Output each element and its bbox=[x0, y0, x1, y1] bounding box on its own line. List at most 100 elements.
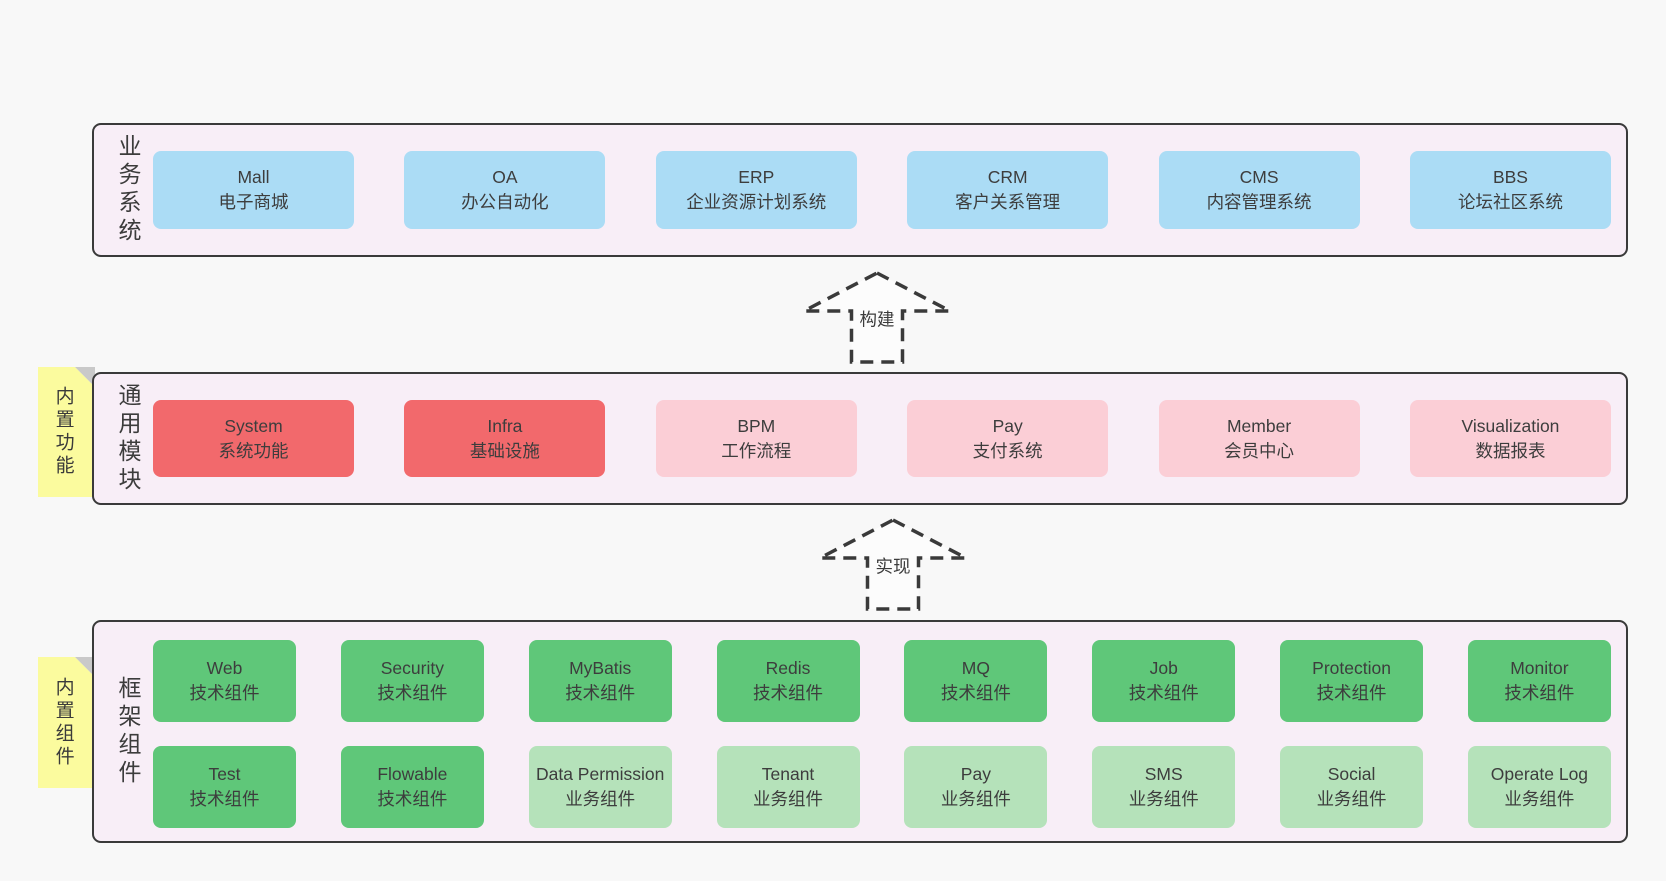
box-title: OA bbox=[492, 167, 518, 188]
box-title: Security bbox=[380, 658, 444, 679]
box-bbs: BBS 论坛社区系统 bbox=[1409, 151, 1611, 229]
box-subtitle: 技术组件 bbox=[940, 683, 1011, 703]
box-bpm: BPM 工作流程 bbox=[655, 400, 857, 477]
component-boxes-row-1: Web 技术组件 Security 技术组件 MyBatis 技术组件 Redi… bbox=[153, 640, 1611, 722]
box-title: ERP bbox=[738, 167, 775, 188]
box-erp: ERP 企业资源计划系统 bbox=[655, 151, 857, 229]
box-job: Job 技术组件 bbox=[1092, 640, 1236, 722]
box-subtitle: 数据报表 bbox=[1475, 440, 1546, 461]
box-crm: CRM 客户关系管理 bbox=[907, 151, 1109, 229]
box-social: Social 业务组件 bbox=[1280, 746, 1424, 828]
box-subtitle: 业务组件 bbox=[1128, 789, 1199, 809]
box-title: Monitor bbox=[1510, 658, 1569, 679]
box-subtitle: 技术组件 bbox=[1504, 683, 1575, 703]
box-subtitle: 技术组件 bbox=[189, 683, 260, 703]
box-title: Infra bbox=[487, 415, 523, 436]
box-infra: Infra 基础设施 bbox=[404, 400, 606, 477]
box-title: Operate Log bbox=[1490, 764, 1589, 785]
arrow-build-label: 构建 bbox=[855, 305, 899, 333]
box-subtitle: 技术组件 bbox=[377, 683, 448, 703]
box-title: Redis bbox=[765, 658, 811, 679]
box-title: BPM bbox=[737, 415, 776, 436]
sticky-note-label: 内置组件 bbox=[52, 676, 74, 769]
box-subtitle: 技术组件 bbox=[377, 789, 448, 809]
box-title: System bbox=[224, 415, 283, 436]
box-redis: Redis 技术组件 bbox=[716, 640, 860, 722]
box-subtitle: 技术组件 bbox=[753, 683, 824, 703]
box-subtitle: 会员中心 bbox=[1224, 440, 1295, 461]
component-boxes-row-2: Test 技术组件 Flowable 技术组件 Data Permission … bbox=[153, 746, 1611, 828]
box-title: Pay bbox=[992, 415, 1023, 436]
box-subtitle: 技术组件 bbox=[189, 789, 260, 809]
box-title: MQ bbox=[961, 658, 990, 679]
box-subtitle: 内容管理系统 bbox=[1206, 192, 1312, 212]
framework-components-band: 框架组件 Web 技术组件 Security 技术组件 MyBatis 技术组件… bbox=[92, 620, 1628, 843]
box-subtitle: 技术组件 bbox=[1128, 683, 1199, 703]
box-oa: OA 办公自动化 bbox=[404, 151, 606, 229]
box-title: Tenant bbox=[761, 764, 815, 785]
box-system: System 系统功能 bbox=[153, 400, 354, 477]
box-subtitle: 业务组件 bbox=[940, 789, 1011, 809]
box-subtitle: 客户关系管理 bbox=[955, 192, 1061, 212]
box-title: CMS bbox=[1239, 167, 1279, 188]
box-title: Protection bbox=[1312, 658, 1391, 679]
box-subtitle: 业务组件 bbox=[753, 789, 824, 809]
box-title: Member bbox=[1226, 415, 1292, 436]
box-title: Mall bbox=[237, 167, 270, 188]
box-cms: CMS 内容管理系统 bbox=[1158, 151, 1360, 229]
box-subtitle: 技术组件 bbox=[565, 683, 636, 703]
box-pay: Pay 支付系统 bbox=[907, 400, 1109, 477]
arrow-build: 构建 bbox=[797, 267, 957, 367]
arrow-implement-label: 实现 bbox=[871, 552, 915, 580]
box-title: Job bbox=[1149, 658, 1178, 679]
box-subtitle: 支付系统 bbox=[972, 440, 1043, 461]
box-tenant: Tenant 业务组件 bbox=[716, 746, 860, 828]
box-sms: SMS 业务组件 bbox=[1092, 746, 1236, 828]
box-title: Flowable bbox=[377, 764, 448, 785]
box-title: CRM bbox=[987, 167, 1028, 188]
business-systems-band: 业务系统 Mall 电子商城 OA 办公自动化 ERP 企业资源计划系统 CRM… bbox=[92, 123, 1628, 257]
box-title: Pay bbox=[960, 764, 991, 785]
box-mybatis: MyBatis 技术组件 bbox=[528, 640, 672, 722]
band-label-common-modules: 通用模块 bbox=[115, 382, 141, 495]
box-data-permission: Data Permission 业务组件 bbox=[528, 746, 672, 828]
business-boxes-row: Mall 电子商城 OA 办公自动化 ERP 企业资源计划系统 CRM 客户关系… bbox=[153, 151, 1611, 229]
sticky-note-built-in-features: 内置功能 bbox=[38, 367, 95, 497]
box-title: Data Permission bbox=[535, 764, 665, 785]
box-title: Social bbox=[1327, 764, 1376, 785]
box-test: Test 技术组件 bbox=[153, 746, 296, 828]
box-subtitle: 业务组件 bbox=[565, 789, 636, 809]
box-title: Test bbox=[208, 764, 241, 785]
box-subtitle: 业务组件 bbox=[1504, 789, 1575, 809]
box-operate-log: Operate Log 业务组件 bbox=[1467, 746, 1611, 828]
box-title: MyBatis bbox=[569, 658, 632, 679]
box-web: Web 技术组件 bbox=[153, 640, 296, 722]
box-subtitle: 技术组件 bbox=[1316, 683, 1387, 703]
box-title: Visualization bbox=[1461, 415, 1560, 436]
box-subtitle: 基础设施 bbox=[469, 440, 540, 461]
box-flowable: Flowable 技术组件 bbox=[340, 746, 484, 828]
sticky-note-label: 内置功能 bbox=[52, 386, 74, 478]
box-subtitle: 系统功能 bbox=[218, 440, 289, 461]
box-subtitle: 论坛社区系统 bbox=[1457, 192, 1563, 212]
box-subtitle: 企业资源计划系统 bbox=[686, 192, 827, 212]
box-subtitle: 电子商城 bbox=[218, 192, 289, 212]
box-title: Web bbox=[206, 658, 243, 679]
box-subtitle: 办公自动化 bbox=[461, 192, 549, 212]
box-subtitle: 业务组件 bbox=[1316, 789, 1387, 809]
box-protection: Protection 技术组件 bbox=[1280, 640, 1424, 722]
box-monitor: Monitor 技术组件 bbox=[1467, 640, 1611, 722]
box-member: Member 会员中心 bbox=[1158, 400, 1360, 477]
module-boxes-row: System 系统功能 Infra 基础设施 BPM 工作流程 Pay 支付系统… bbox=[153, 400, 1611, 477]
band-label-business-systems: 业务系统 bbox=[115, 134, 141, 246]
box-mall: Mall 电子商城 bbox=[153, 151, 354, 229]
box-visualization: Visualization 数据报表 bbox=[1409, 400, 1611, 477]
box-title: BBS bbox=[1492, 167, 1528, 188]
arrow-implement: 实现 bbox=[813, 514, 973, 614]
common-modules-band: 通用模块 System 系统功能 Infra 基础设施 BPM 工作流程 Pay… bbox=[92, 372, 1628, 505]
box-mq: MQ 技术组件 bbox=[904, 640, 1048, 722]
box-pay-business: Pay 业务组件 bbox=[904, 746, 1048, 828]
sticky-note-built-in-components: 内置组件 bbox=[38, 657, 95, 788]
band-label-framework-components: 框架组件 bbox=[115, 675, 141, 788]
